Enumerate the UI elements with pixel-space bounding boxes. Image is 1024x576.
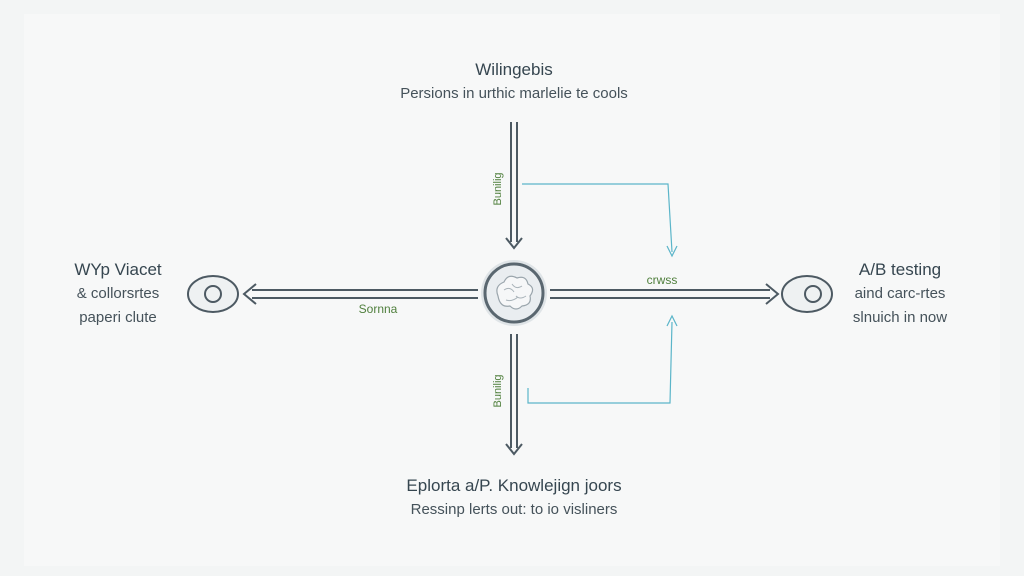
ring-icon — [187, 275, 239, 313]
right-line-2: aind carc-rtes — [854, 285, 946, 302]
arrow-top-to-hub — [505, 122, 523, 250]
bottom-arrow-label: Bunilig — [492, 374, 504, 408]
arrow-hub-to-right — [550, 283, 780, 305]
bottom-title: Eplorta a/P. Knowlejign joors — [406, 476, 622, 495]
top-arrow-label: Bunilig — [492, 172, 504, 206]
feedback-line-lower — [527, 314, 678, 404]
top-subtitle: Persions in urthic marlelie te cools — [400, 85, 628, 102]
bottom-subtitle: Ressinp lerts out: to io visliners — [410, 501, 618, 518]
left-arrow-label: Sornna — [358, 302, 398, 316]
feedback-line-upper — [522, 183, 678, 258]
arrow-hub-to-bottom — [505, 334, 523, 456]
left-line-2: & collorsrtes — [76, 285, 160, 302]
left-line-3: paperi clute — [79, 309, 157, 326]
right-arrow-label: crwss — [646, 273, 678, 287]
left-title: WYp Viacet — [74, 260, 162, 279]
arrow-hub-to-left — [242, 283, 478, 305]
top-title: Wilingebis — [475, 60, 553, 79]
right-title: A/B testing — [858, 260, 942, 279]
brain-icon — [481, 260, 547, 326]
ring-icon — [781, 275, 833, 313]
right-line-3: slnuich in now — [852, 309, 948, 326]
